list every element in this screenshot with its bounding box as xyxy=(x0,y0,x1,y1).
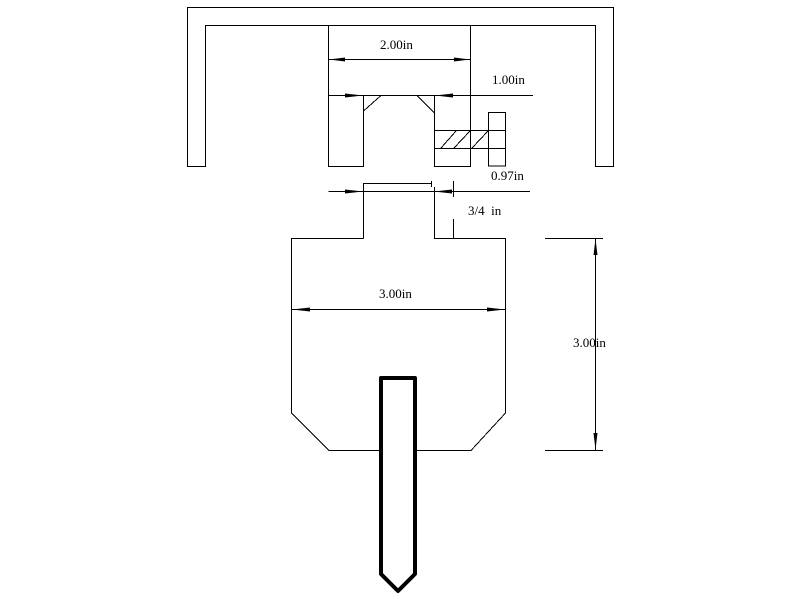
dim-label-2in: 2.00in xyxy=(380,37,413,52)
dim-label-097in: 0.97in xyxy=(491,168,524,183)
lower-body xyxy=(291,183,506,451)
dim-tab-width: 0.97in xyxy=(328,168,530,197)
right-chamfer xyxy=(416,95,435,114)
left-chamfer xyxy=(363,95,382,112)
dim-label-3in-width: 3.00in xyxy=(379,286,412,301)
dim-label-3in-height: 3.00in xyxy=(573,335,606,350)
dim-label-3-4in: 3/4 in xyxy=(468,203,502,218)
dim-body-width: 3.00in xyxy=(291,286,506,312)
dim-body-height: 3.00in xyxy=(545,238,606,451)
dim-tab-height: 3/4 in xyxy=(453,203,502,238)
pin xyxy=(379,376,417,593)
outer-frame xyxy=(187,7,614,167)
dim-top-width: 2.00in xyxy=(328,37,471,62)
clamp-screw xyxy=(434,112,506,167)
dim-opening: 1.00in xyxy=(328,72,533,98)
dim-label-1in: 1.00in xyxy=(492,72,525,87)
